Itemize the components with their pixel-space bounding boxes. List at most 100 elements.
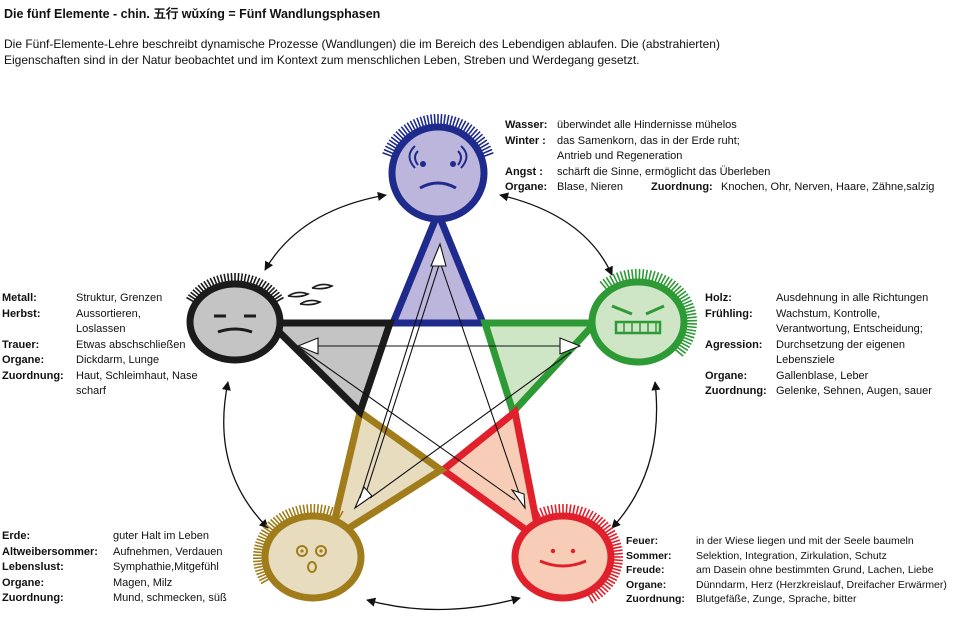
info-value: Antrieb und Regeneration <box>557 150 683 162</box>
info-row: Holz:Ausdehnung in alle Richtungen <box>705 291 967 307</box>
info-key: Lebenslust: <box>2 561 64 573</box>
info-value: schärft die Sinne, ermöglicht das Überle… <box>557 165 771 178</box>
info-value: Blutgefäße, Zunge, Sprache, bitter <box>696 593 857 605</box>
info-value: Dünndarm, Herz (Herzkreislauf, Dreifache… <box>696 578 947 591</box>
info-row: Lebensziele <box>705 353 967 369</box>
info-row: Antrieb und Regeneration <box>505 149 965 165</box>
face-metall <box>186 273 334 364</box>
info-value: am Dasein ohne bestimmten Grund, Lachen,… <box>696 564 934 576</box>
info-key: Winter : <box>505 134 546 147</box>
face-feuer <box>511 504 623 604</box>
info-key: Holz: <box>705 292 732 304</box>
info-key: Organe: <box>505 181 548 193</box>
info-key: Zuordnung: <box>626 593 685 605</box>
info-value: Blase, Nieren <box>557 181 624 193</box>
info-value: Knochen, Ohr, Nerven, Haare, Zähne,salzi… <box>721 181 935 193</box>
triangle-feuer <box>437 405 546 549</box>
info-row: Erde: guter Halt im Leben <box>2 529 252 545</box>
info-key: Trauer: <box>2 338 40 351</box>
arrow-metall-erde <box>221 381 269 529</box>
info-key: Organe: <box>626 578 667 591</box>
info-value: Gallenblase, Leber <box>776 369 869 382</box>
info-row: scharf <box>2 384 212 400</box>
info-row: Trauer: Etwas abschschließen <box>2 338 212 354</box>
info-value: Haut, Schleimhaut, Nase <box>76 369 198 382</box>
info-row: Loslassen <box>2 322 212 338</box>
info-block-wasser: Wasser:überwindet alle Hindernisse mühel… <box>505 118 965 196</box>
info-value: Mund, schmecken, süß <box>113 592 227 604</box>
arrow-wasser-metall <box>264 191 387 271</box>
info-row: Zuordnung: Haut, Schleimhaut, Nase <box>2 369 212 385</box>
triangle-holz <box>480 319 603 419</box>
info-value: Symphathie,Mitgefühl <box>113 561 219 573</box>
info-key: Zuordnung: <box>705 385 767 397</box>
info-row: Agression: Durchsetzung der eigenen <box>705 338 967 354</box>
info-key: Erde: <box>2 530 31 542</box>
info-row: Organe: Magen, Milz <box>2 576 252 592</box>
info-key: Frühling: <box>705 307 753 320</box>
info-value: das Samenkorn, das in der Erde ruht; <box>557 134 740 147</box>
info-key: Herbst: <box>2 307 41 320</box>
info-value: Struktur, Grenzen <box>76 292 163 304</box>
info-value: Durchsetzung der eigenen <box>776 338 906 351</box>
info-value: scharf <box>76 385 106 397</box>
info-key: Metall: <box>2 292 37 304</box>
info-key: Altweibersommer: <box>2 545 98 558</box>
info-row: Frühling: Wachstum, Kontrolle, <box>705 307 967 323</box>
info-row: Zuordnung: Gelenke, Sehnen, Augen, sauer <box>705 384 967 400</box>
intro-line-1: Die Fünf-Elemente-Lehre beschreibt dynam… <box>4 37 720 51</box>
info-value: Dickdarm, Lunge <box>76 354 160 366</box>
info-row: Lebenslust: Symphathie,Mitgefühl <box>2 560 252 576</box>
info-value: Gelenke, Sehnen, Augen, sauer <box>776 385 932 397</box>
info-row: Organe: Blase, Nieren Zuordnung: Knochen, O… <box>505 180 965 196</box>
info-key: Organe: <box>2 354 45 366</box>
info-key: Zuordnung: <box>2 592 64 604</box>
info-key: Zuordnung: <box>2 369 64 382</box>
info-row: Zuordnung: Blutgefäße, Zunge, Sprache, bi… <box>626 592 970 607</box>
info-value: Etwas abschschließen <box>76 338 186 351</box>
info-row: Angst : schärft die Sinne, ermöglicht das… <box>505 165 965 181</box>
info-row: Feuer:in der Wiese liegen und mit der Se… <box>626 534 970 549</box>
info-value: Lebensziele <box>776 354 835 366</box>
info-value: Loslassen <box>76 323 126 335</box>
face-erde <box>252 503 365 602</box>
triangle-erde <box>324 406 448 548</box>
info-value: Aussortieren, <box>76 307 141 320</box>
info-value: Wachstum, Kontrolle, <box>776 307 881 320</box>
info-key: Agression: <box>705 338 763 351</box>
info-row: Altweibersommer: Aufnehmen, Verdauen <box>2 545 252 561</box>
info-block-feuer: Feuer:in der Wiese liegen und mit der Se… <box>626 534 970 607</box>
arrow-erde-feuer <box>366 595 521 611</box>
info-row: Wasser:überwindet alle Hindernisse mühel… <box>505 118 965 134</box>
info-row: Organe: Gallenblase, Leber <box>705 369 967 385</box>
arrow-wasser-holz <box>499 192 613 276</box>
info-row: Organe: Dickdarm, Lunge <box>2 353 212 369</box>
info-key: Organe: <box>2 576 45 589</box>
info-row: Freude:am Dasein ohne bestimmten Grund, … <box>626 563 970 578</box>
control-cycle-arrows <box>296 242 582 510</box>
info-row: Winter : das Samenkorn, das in der Erde r… <box>505 134 965 150</box>
face-holz <box>588 268 698 366</box>
face-wasser <box>382 114 494 223</box>
info-row: Organe: Dünndarm, Herz (Herzkreislauf, Dr… <box>626 578 970 593</box>
info-key: Organe: <box>705 369 748 382</box>
info-value: Selektion, Integration, Zirkulation, Sch… <box>696 549 887 562</box>
info-key: Zuordnung: <box>651 181 713 193</box>
intro-line-2: Eigenschaften sind in der Natur beobacht… <box>4 53 640 67</box>
info-key: Wasser: <box>505 119 548 131</box>
info-value: Magen, Milz <box>113 576 173 589</box>
info-value: Aufnehmen, Verdauen <box>113 545 223 558</box>
info-value: Verantwortung, Entscheidung; <box>776 323 923 335</box>
info-value: in der Wiese liegen und mit der Seele ba… <box>696 535 914 547</box>
arrow-holz-feuer <box>611 381 661 529</box>
info-key: Angst : <box>505 165 543 178</box>
tear-drops <box>287 283 334 306</box>
info-value: guter Halt im Leben <box>113 530 209 542</box>
info-row: Metall: Struktur, Grenzen <box>2 291 212 307</box>
info-row: Verantwortung, Entscheidung; <box>705 322 967 338</box>
page-title: Die fünf Elemente - chin. 五行 wǔxíng = Fü… <box>4 7 381 21</box>
